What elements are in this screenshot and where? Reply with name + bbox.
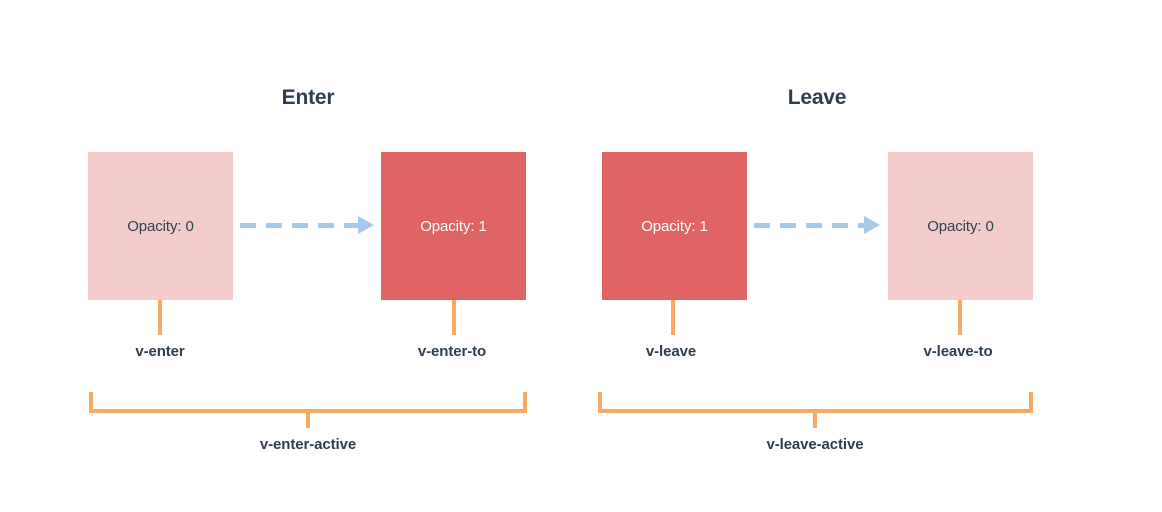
enter-bracket-left-end [89,392,93,413]
leave-arrow-shaft [754,223,866,228]
leave-to-box: Opacity: 0 [888,152,1033,300]
leave-arrow-icon [754,216,880,234]
enter-active-bracket [89,392,527,413]
leave-active-bracket [598,392,1033,413]
leave-from-box-label: Opacity: 1 [641,217,708,235]
enter-to-box: Opacity: 1 [381,152,526,300]
leave-arrow-head [864,216,880,234]
leave-active-label: v-leave-active [766,436,864,453]
leave-to-tag: v-leave-to [923,343,993,360]
enter-from-tag: v-enter [135,343,185,360]
enter-to-stem [452,300,456,335]
leave-bracket-bar [598,409,1033,413]
leave-to-stem [958,300,962,335]
enter-bracket-right-end [523,392,527,413]
leave-from-tag: v-leave [645,343,697,360]
leave-bracket-right-end [1029,392,1033,413]
leave-bracket-left-end [598,392,602,413]
enter-arrow-icon [240,216,374,234]
enter-to-box-label: Opacity: 1 [420,217,487,235]
enter-to-tag: v-enter-to [417,343,487,360]
leave-from-box: Opacity: 1 [602,152,747,300]
leave-to-box-label: Opacity: 0 [927,217,994,235]
enter-bracket-bar [89,409,527,413]
enter-arrow-shaft [240,223,360,228]
enter-heading: Enter [281,86,335,109]
enter-from-box-label: Opacity: 0 [127,217,194,235]
leave-bracket-tick [813,413,817,428]
leave-heading: Leave [787,86,847,109]
enter-active-label: v-enter-active [259,436,357,453]
leave-from-stem [671,300,675,335]
enter-from-box: Opacity: 0 [88,152,233,300]
enter-from-stem [158,300,162,335]
enter-arrow-head [358,216,374,234]
enter-bracket-tick [306,413,310,428]
